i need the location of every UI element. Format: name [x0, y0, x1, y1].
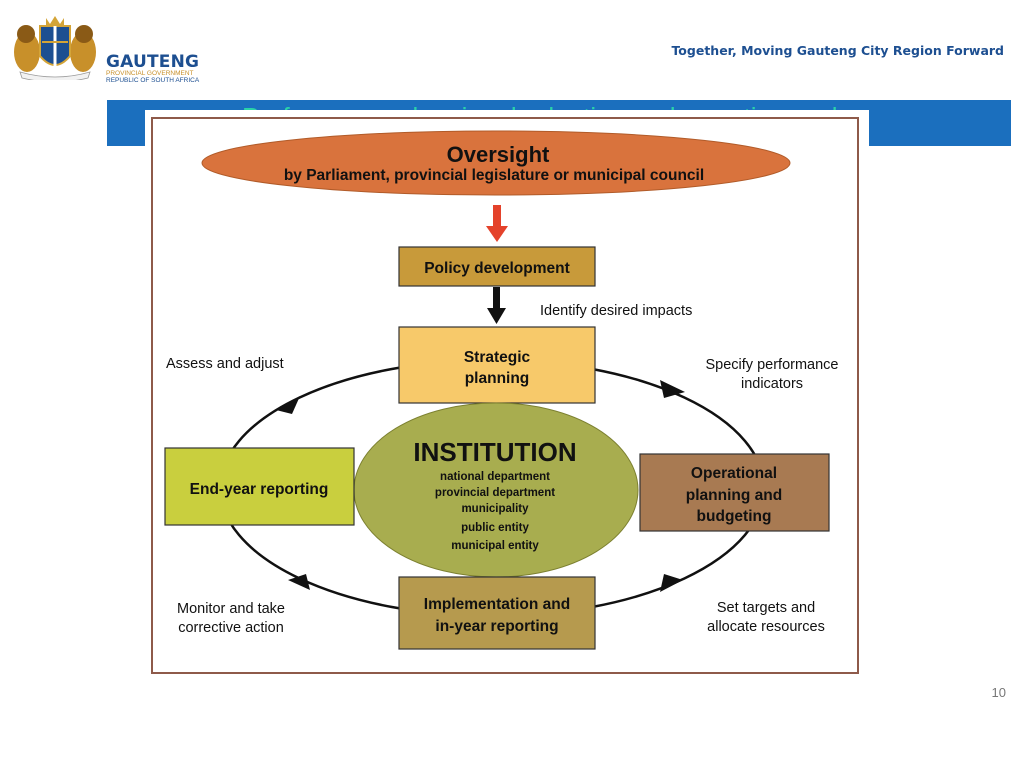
- endyear-label: End-year reporting: [190, 481, 329, 498]
- operational-label-line2: planning and: [686, 487, 782, 504]
- black-down-arrow-icon: [487, 287, 506, 324]
- institution-item: municipal entity: [451, 540, 539, 552]
- identify-label: Identify desired impacts: [540, 303, 692, 319]
- assess-label: Assess and adjust: [166, 356, 284, 372]
- implementation-label-line2: in-year reporting: [435, 618, 558, 635]
- strategic-label-line2: planning: [465, 370, 530, 387]
- strategic-box: [398, 326, 596, 404]
- operational-box: [639, 453, 830, 532]
- gauteng-logo: GAUTENG PROVINCIAL GOVERNMENT REPUBLIC O…: [10, 12, 210, 84]
- arrowhead-top-left: [276, 396, 300, 414]
- operational-label-line1: Operational: [691, 465, 777, 482]
- institution-title: INSTITUTION: [413, 437, 576, 467]
- implementation-box: [398, 576, 596, 650]
- implementation-label-line1: Implementation and: [424, 596, 570, 613]
- operational-label-line3: budgeting: [697, 508, 772, 525]
- red-down-arrow-icon: [486, 205, 508, 242]
- policy-label: Policy development: [424, 260, 570, 277]
- settargets-label-line1: Set targets and: [717, 600, 815, 616]
- arrowhead-bottom-right: [660, 574, 683, 592]
- brand-subtitle: PROVINCIAL GOVERNMENT: [106, 70, 194, 77]
- institution-item: municipality: [461, 503, 529, 515]
- arrowhead-top-right: [660, 380, 685, 398]
- brand-name: GAUTENG: [106, 52, 200, 72]
- endyear-box: [164, 447, 355, 526]
- page-number: 10: [991, 685, 1006, 700]
- oversight-subtitle: by Parliament, provincial legislature or…: [284, 167, 704, 184]
- monitor-label-line1: Monitor and take: [177, 601, 285, 617]
- oversight-title: Oversight: [447, 142, 550, 167]
- specify-label-line1: Specify performance: [706, 357, 839, 373]
- oversight-ellipse: [201, 130, 791, 196]
- institution-item: national department: [440, 471, 550, 483]
- slogan: Together, Moving Gauteng City Region For…: [671, 43, 1004, 58]
- coat-of-arms-icon: [14, 16, 96, 80]
- brand-country: REPUBLIC OF SOUTH AFRICA: [106, 77, 200, 84]
- settargets-label-line2: allocate resources: [707, 619, 825, 635]
- specify-label-line2: indicators: [741, 376, 803, 392]
- institution-item: provincial department: [435, 487, 555, 499]
- institution-item: public entity: [461, 522, 529, 534]
- monitor-label-line2: corrective action: [178, 620, 284, 636]
- strategic-label-line1: Strategic: [464, 349, 531, 366]
- policy-box: [398, 246, 596, 287]
- arrowhead-bottom-left: [288, 574, 310, 590]
